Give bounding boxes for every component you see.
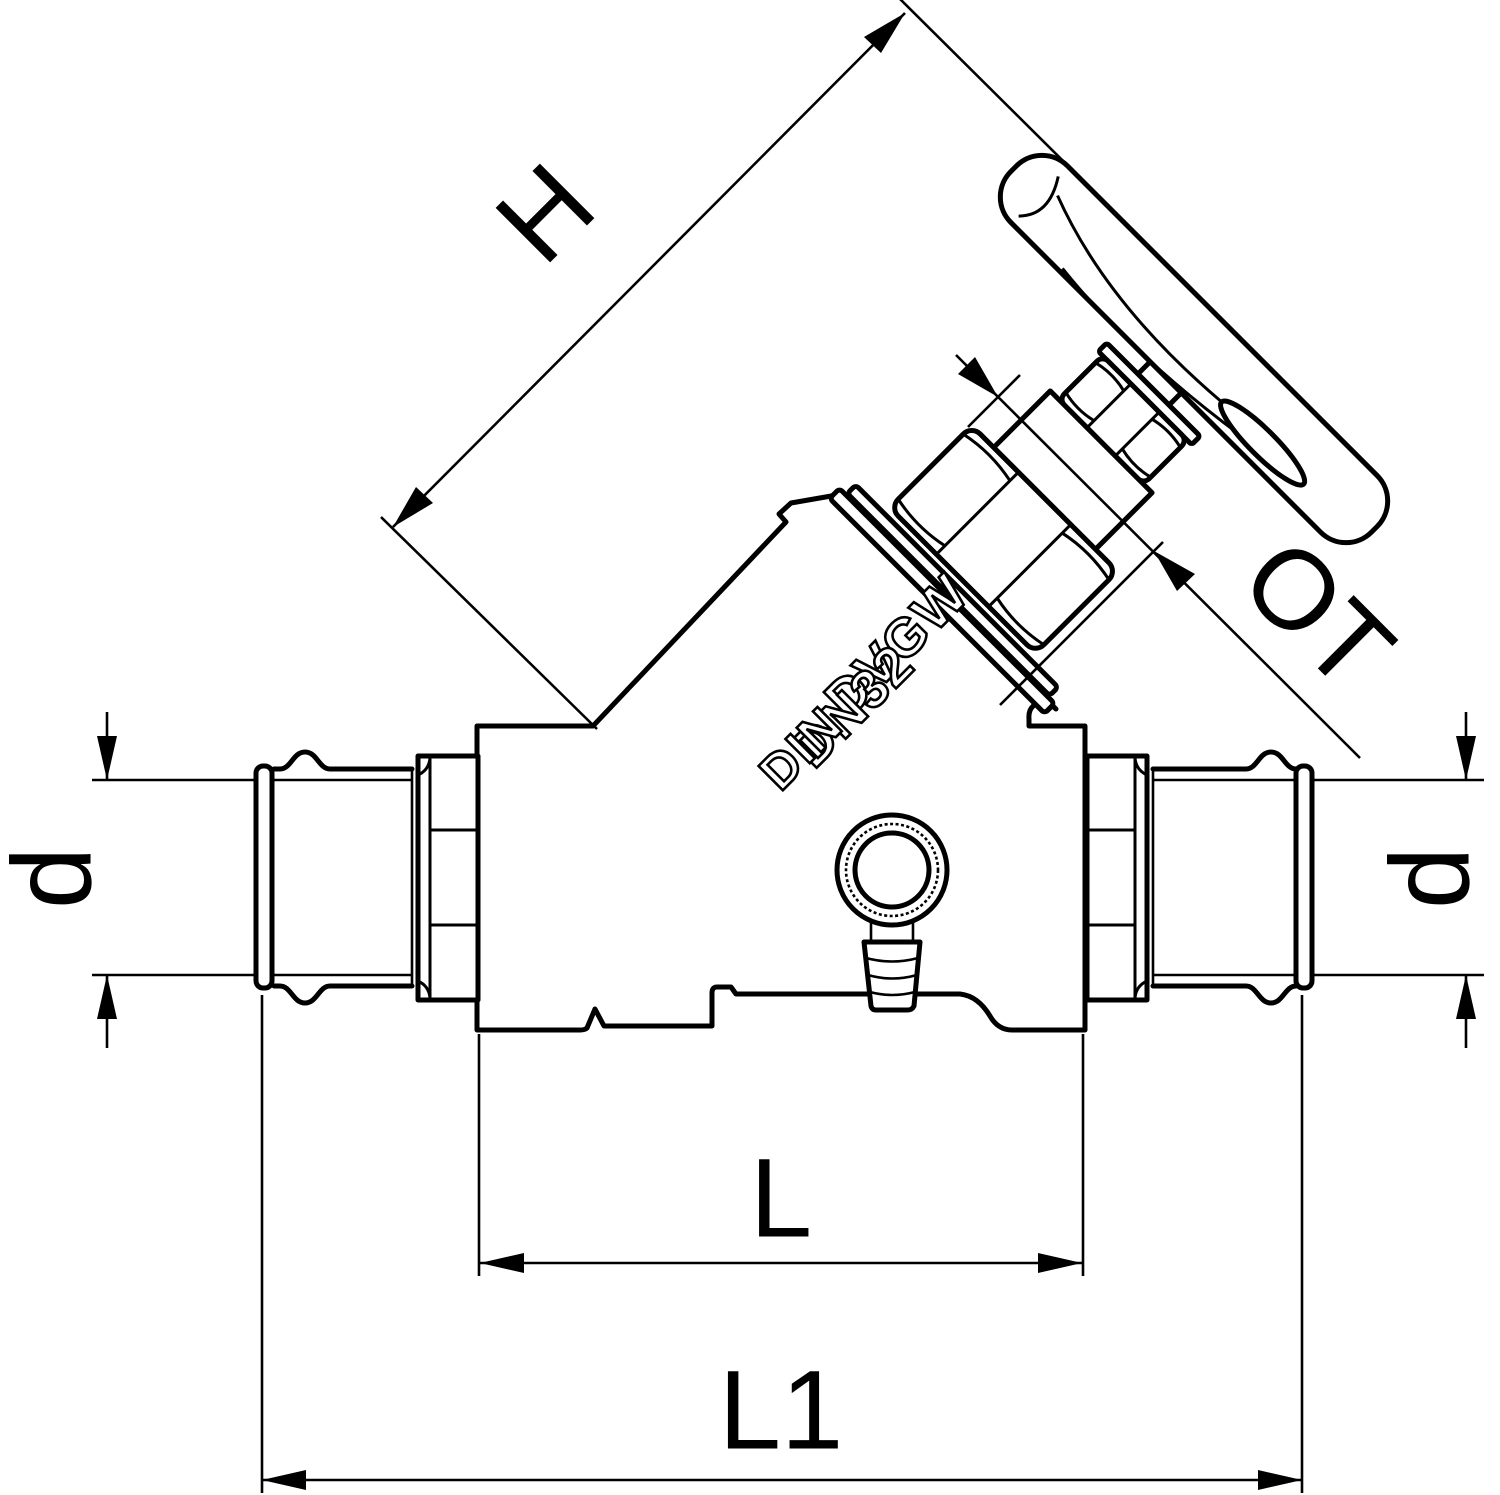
handwheel-spoke-opening [1218, 398, 1308, 488]
l1-arrow-left [262, 1470, 306, 1490]
d-left-label: d [0, 847, 115, 909]
union-nut-right-details [1087, 756, 1148, 1000]
l-arrow-left [480, 1253, 524, 1273]
l-extension-lines [477, 1034, 1085, 1276]
drain-knurl-texture [844, 822, 940, 918]
dimension-l1: L1 [260, 995, 1304, 1493]
l1-arrow-right [1258, 1470, 1302, 1490]
h-arrow-bottom [393, 487, 433, 527]
bore-lines-left [272, 778, 412, 977]
d-left-extension-lines [92, 778, 256, 977]
dimension-l: L [477, 1034, 1085, 1276]
drain-knurled-ring-inner [852, 830, 932, 910]
handwheel [997, 152, 1391, 546]
union-nut-left [415, 753, 481, 1003]
handwheel-spoke-curve-2 [1061, 267, 1243, 438]
sleeve-mouth-left [253, 763, 275, 991]
h-dimension-line [392, 12, 906, 528]
dimension-d-right: d [1312, 712, 1493, 1048]
d-left-arrow-bottom [97, 975, 117, 1019]
ot-label: OT [1219, 515, 1417, 713]
h-label: H [472, 140, 618, 286]
press-sleeve-right-top [1150, 749, 1299, 772]
press-sleeve-left-bottom [271, 983, 415, 1006]
union-nut-left-details [417, 756, 478, 1000]
h-extension-line-top [899, 0, 1188, 285]
h-extension-line-bottom [380, 516, 598, 730]
drain-barb-ribs [865, 956, 919, 997]
neck-flange-plate-lower [828, 487, 1056, 715]
l-arrow-right [1038, 1253, 1082, 1273]
l1-extension-lines [260, 995, 1304, 1493]
d-right-arrow-bottom [1456, 975, 1476, 1019]
press-sleeve-left-top [271, 749, 415, 772]
sleeve-mouth-right [1293, 763, 1315, 991]
bore-lines-right [1153, 778, 1296, 977]
d-right-extension-lines [1312, 778, 1484, 977]
h-arrow-top [864, 13, 905, 53]
ot-extension-line-upper [967, 374, 1021, 428]
l-label: L [750, 1136, 812, 1261]
dimension-d-left: d [0, 712, 256, 1048]
d-right-arrow-top [1456, 736, 1476, 780]
drain-valve [834, 812, 950, 1013]
ot-extension-line-lower [999, 541, 1164, 706]
packing-hex-flats [1064, 361, 1182, 479]
press-connection-left [253, 749, 481, 1006]
bonnet-hex-flats [896, 432, 1111, 647]
union-nut-right [1084, 753, 1150, 1003]
handwheel-spoke-curve-1 [1056, 194, 1222, 402]
press-sleeve-right-bottom [1150, 983, 1299, 1006]
ot-arrow-lower [1154, 551, 1195, 591]
drain-neck [869, 920, 915, 944]
bonnet-hex-nut [892, 428, 1115, 651]
press-connection-right [1084, 749, 1315, 1006]
d-right-label: d [1368, 847, 1493, 909]
handwheel-rim [997, 152, 1391, 546]
l1-label: L1 [719, 1348, 844, 1473]
d-left-arrow-top [97, 736, 117, 780]
handwheel-rim-end-curve [1018, 176, 1060, 218]
ot-arrow-upper [958, 357, 998, 397]
